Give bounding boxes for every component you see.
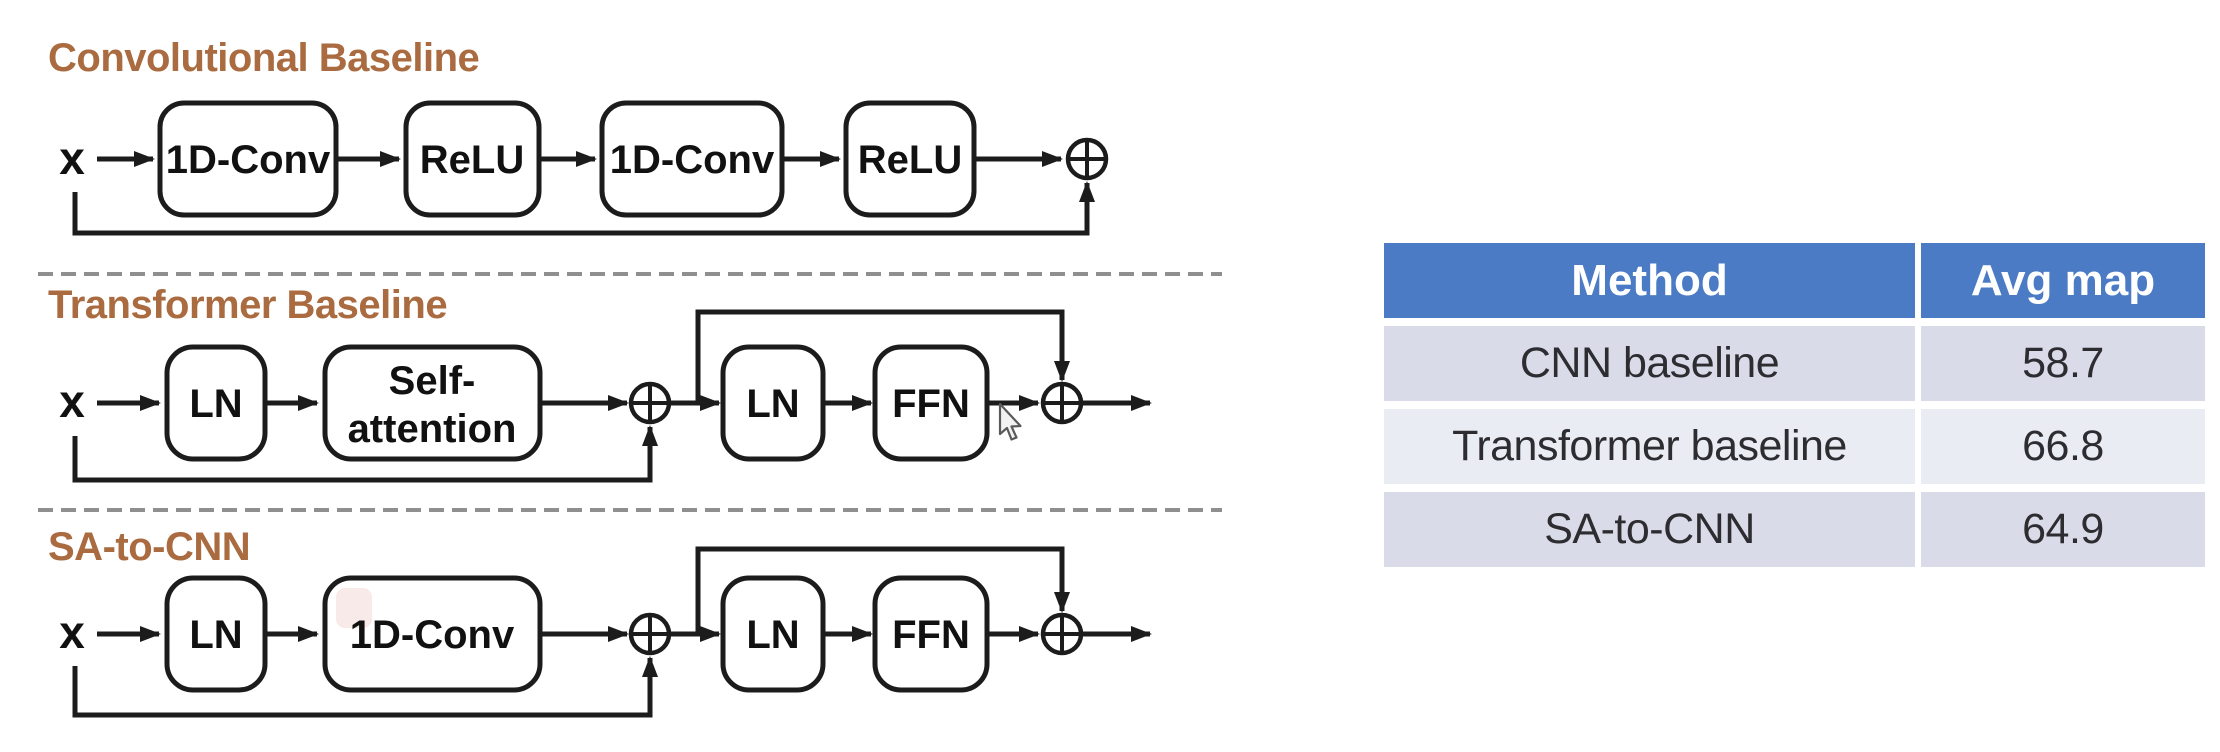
block-self-attention (322, 344, 543, 462)
block-label: FFN (892, 382, 970, 426)
table-cell-method: SA-to-CNN (1384, 492, 1915, 567)
block-label: 1D-Conv (610, 138, 775, 182)
diagram-sa-to-cnn: x LN 1D-Conv LN FFN (59, 546, 1152, 718)
block-1d-conv (599, 100, 785, 218)
circled-plus-icon (1040, 381, 1084, 425)
block-label: ReLU (858, 138, 962, 182)
table-cell-avg-map: 66.8 (1921, 409, 2205, 484)
circled-plus-icon (1065, 137, 1109, 181)
input-x-label: x (59, 132, 85, 184)
diagram-convolutional-baseline: x 1D-Conv ReLU 1D-Conv ReLU (59, 100, 1109, 236)
residual-skip-connection (695, 546, 1070, 634)
residual-skip-connection (695, 309, 1070, 403)
block-relu (843, 100, 977, 218)
table-cell-method: Transformer baseline (1384, 409, 1915, 484)
block-label: attention (348, 407, 517, 451)
block-ln (720, 575, 826, 693)
block-label: LN (746, 613, 799, 657)
section-title-sa-to-cnn: SA-to-CNN (48, 525, 251, 569)
laser-highlight-mark (336, 588, 372, 628)
block-label: 1D-Conv (350, 613, 515, 657)
block-ln (720, 344, 826, 462)
block-label: LN (189, 382, 242, 426)
circled-plus-icon (628, 612, 672, 656)
mouse-cursor (998, 402, 1022, 441)
block-label: ReLU (420, 138, 524, 182)
block-label: LN (746, 382, 799, 426)
input-x-label: x (59, 375, 85, 427)
block-ffn (872, 575, 990, 693)
input-x-label: x (59, 606, 85, 658)
block-1d-conv (322, 575, 543, 693)
block-ffn (872, 344, 990, 462)
table-cell-avg-map: 58.7 (1921, 326, 2205, 401)
residual-skip-connection (72, 425, 658, 483)
block-ln (164, 575, 268, 693)
results-table: Method Avg map CNN baseline 58.7 Transfo… (1384, 243, 2205, 567)
table-header-method: Method (1384, 243, 1915, 318)
block-label: LN (189, 613, 242, 657)
block-label: 1D-Conv (166, 138, 331, 182)
table-header-avg-map: Avg map (1921, 243, 2205, 318)
block-label: Self- (389, 359, 476, 403)
residual-skip-connection (72, 181, 1095, 236)
block-relu (403, 100, 542, 218)
circled-plus-icon (1040, 612, 1084, 656)
block-ln (164, 344, 268, 462)
section-title-transformer-baseline: Transformer Baseline (48, 283, 448, 327)
block-1d-conv (157, 100, 339, 218)
table-cell-avg-map: 64.9 (1921, 492, 2205, 567)
block-label: FFN (892, 613, 970, 657)
diagram-transformer-baseline: x LN Self- attention LN FFN (59, 309, 1152, 483)
table-cell-method: CNN baseline (1384, 326, 1915, 401)
section-title-convolutional-baseline: Convolutional Baseline (48, 36, 480, 80)
residual-skip-connection (72, 656, 658, 718)
circled-plus-icon (628, 381, 672, 425)
